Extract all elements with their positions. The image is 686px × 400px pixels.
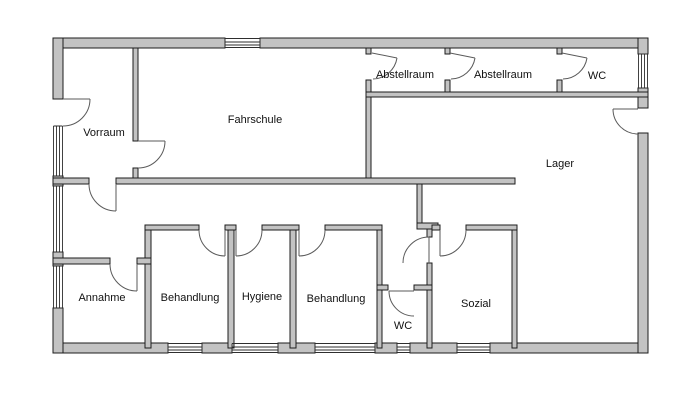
door-swing: [109, 263, 138, 292]
door-swing: [137, 140, 166, 169]
window: [167, 343, 203, 353]
window: [456, 343, 491, 353]
wall-segment: [511, 224, 518, 349]
window: [224, 38, 261, 48]
wall-segment: [324, 224, 383, 231]
wall-segment: [376, 284, 389, 291]
windows: [53, 38, 648, 353]
wall-segment: [409, 342, 458, 354]
window: [53, 185, 63, 253]
room-label-wc-bottom: WC: [394, 320, 412, 332]
window: [396, 343, 411, 353]
room-label-vorraum: Vorraum: [83, 127, 125, 139]
wall-segment: [52, 37, 226, 49]
wall-segment: [426, 262, 433, 349]
door-swing: [449, 52, 476, 80]
room-label-annahme: Annahme: [78, 292, 125, 304]
inner-walls: [52, 47, 649, 349]
door-swing: [371, 52, 398, 80]
wall-segment: [637, 132, 649, 354]
room-labels: Vorraum Fahrschule Abstellraum Abstellra…: [78, 69, 606, 332]
wall-segment: [52, 257, 111, 265]
door-swing: [235, 229, 263, 257]
wall-segment: [413, 284, 433, 291]
window: [638, 53, 648, 89]
door-swing: [62, 98, 91, 127]
door-swing: [198, 229, 226, 257]
wall-segment: [227, 224, 235, 349]
door-swing: [388, 290, 415, 317]
wall-segment: [365, 47, 372, 55]
window: [314, 343, 376, 353]
wall-segment: [224, 224, 237, 231]
wall-segment: [144, 224, 200, 231]
room-label-abstellraum2: Abstellraum: [474, 69, 532, 81]
door-swing: [298, 229, 326, 257]
wall-segment: [365, 91, 649, 98]
wall-segment: [132, 47, 139, 142]
wall-segment: [637, 87, 649, 109]
doors: [62, 52, 639, 317]
wall-segment: [637, 37, 649, 55]
wall-segment: [52, 37, 64, 100]
wall-segment: [136, 257, 152, 265]
wall-segment: [52, 307, 64, 354]
wall-segment: [115, 177, 516, 185]
door-swing: [88, 183, 117, 212]
wall-segment: [431, 224, 441, 231]
room-label-lager: Lager: [546, 158, 574, 170]
door-swing: [439, 229, 467, 257]
wall-segment: [144, 224, 152, 349]
room-label-behandlung2: Behandlung: [307, 293, 366, 305]
wall-segment: [261, 224, 300, 231]
room-label-abstellraum1: Abstellraum: [376, 69, 434, 81]
door-swing: [561, 52, 588, 80]
room-label-fahrschule: Fahrschule: [228, 114, 282, 126]
window: [231, 343, 279, 353]
wall-segment: [416, 183, 423, 229]
window: [53, 125, 63, 177]
room-label-hygiene: Hygiene: [242, 291, 282, 303]
room-label-behandlung1: Behandlung: [161, 292, 220, 304]
wall-segment: [556, 47, 563, 55]
wall-segment: [259, 37, 649, 49]
wall-segment: [465, 224, 518, 231]
window: [53, 265, 63, 309]
room-label-sozial: Sozial: [461, 298, 491, 310]
room-label-wc-top: WC: [588, 70, 606, 82]
door-swing: [612, 108, 639, 135]
wall-segment: [52, 177, 90, 185]
wall-segment: [289, 224, 297, 349]
wall-segment: [444, 47, 451, 55]
door-swing: [402, 236, 430, 264]
